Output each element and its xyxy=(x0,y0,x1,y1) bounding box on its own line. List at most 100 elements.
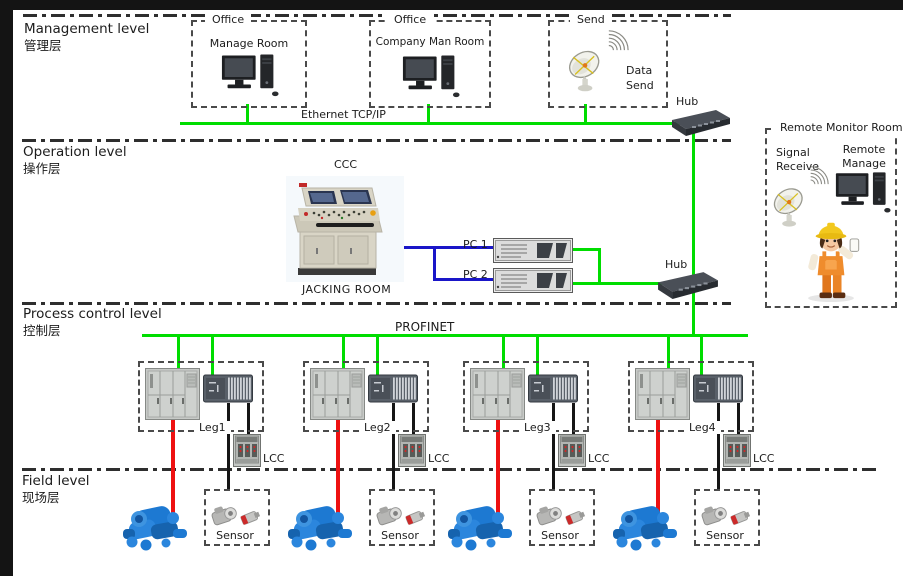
hub-backbone-line xyxy=(692,125,695,337)
leg3-cabinet-drop xyxy=(502,336,505,369)
computer-icon xyxy=(221,54,279,100)
ethernet-label: Ethernet TCP/IP xyxy=(301,108,386,121)
satellite-dish-icon xyxy=(566,44,606,94)
plc-icon xyxy=(368,374,418,403)
signal-receive-label: Signal Receive xyxy=(776,146,820,174)
leg1-cabinet-drop xyxy=(177,336,180,369)
leg4-plc-drop xyxy=(700,336,703,375)
process-level-label: Process control level 控制层 xyxy=(23,306,162,338)
lcc-cabinet-icon xyxy=(398,434,426,467)
hub2-label: Hub xyxy=(665,258,688,271)
leg2-plc-drop xyxy=(376,336,379,375)
leg3-sensor-line xyxy=(552,403,555,491)
control-cabinet-icon xyxy=(145,368,200,420)
leg1-lcc-line xyxy=(247,403,250,436)
lcc-cabinet-icon xyxy=(233,434,261,467)
field-level-label: Field level 现场层 xyxy=(22,473,90,505)
leg4-power-line xyxy=(656,420,660,516)
pump-icon xyxy=(121,496,191,553)
window-top-bar xyxy=(0,0,903,10)
sensor-pair-icon xyxy=(372,497,428,532)
control-console-icon xyxy=(286,176,404,282)
manage-room-drop-line xyxy=(246,104,249,123)
separator-process-field xyxy=(22,468,880,471)
leg2-sensor-line xyxy=(392,403,395,491)
leg1-lcc-label: LCC xyxy=(263,452,285,465)
plc-icon xyxy=(203,374,253,403)
leg4-sensor-box xyxy=(694,489,760,546)
pc1-label: PC 1 xyxy=(463,238,488,251)
leg2-lcc-label: LCC xyxy=(428,452,450,465)
console-pc2-line xyxy=(433,278,493,281)
profinet-label: PROFINET xyxy=(395,320,455,334)
worker-icon xyxy=(799,216,863,302)
company-room-drop-line xyxy=(427,104,430,123)
pump-icon xyxy=(286,496,356,553)
company-man-room-box: Office Company Man Room xyxy=(369,13,491,108)
operation-level-label: Operation level 操作层 xyxy=(23,144,127,176)
leg4-cabinet-drop xyxy=(667,336,670,369)
hub1-label: Hub xyxy=(676,95,699,108)
computer-icon xyxy=(402,55,460,101)
hub-icon xyxy=(656,269,720,300)
pc2-hub-line xyxy=(573,282,665,285)
leg2-power-line xyxy=(336,420,340,516)
leg1-label: Leg1 xyxy=(194,421,231,434)
leg4-lcc-line xyxy=(737,403,740,436)
ccc-label: CCC xyxy=(334,158,358,171)
management-level-label: Management level 管理层 xyxy=(24,21,150,53)
console-pc2-line-v xyxy=(433,246,436,281)
leg1-sensor-box xyxy=(204,489,270,546)
office-tag-2: Office xyxy=(387,13,434,26)
leg1-sensor-line xyxy=(227,403,230,491)
send-box: Send Data Send xyxy=(548,13,668,108)
leg4-sensor-label: Sensor xyxy=(694,529,756,542)
leg4-lcc-label: LCC xyxy=(753,452,775,465)
pc2-label: PC 2 xyxy=(463,268,488,281)
control-cabinet-icon xyxy=(310,368,365,420)
lcc-cabinet-icon xyxy=(723,434,751,467)
sensor-pair-icon xyxy=(697,497,753,532)
pump-icon xyxy=(611,496,681,553)
signal-waves-icon xyxy=(809,164,829,186)
leg3-power-line xyxy=(496,420,500,516)
hub-icon xyxy=(670,107,732,137)
control-cabinet-icon xyxy=(470,368,525,420)
jacking-room-label: JACKING ROOM xyxy=(302,283,392,296)
leg2-cabinet-drop xyxy=(342,336,345,369)
manage-room-label: Manage Room xyxy=(209,37,289,50)
office-tag-1: Office xyxy=(205,13,252,26)
data-send-label: Data Send xyxy=(626,64,654,92)
leg2-label: Leg2 xyxy=(359,421,396,434)
remote-manage-label: Remote Manage xyxy=(842,143,886,171)
remote-monitor-room-box: Remote Monitor Room Signal Receive Remot… xyxy=(765,121,903,308)
leg3-lcc-line xyxy=(572,403,575,436)
ethernet-line xyxy=(180,122,697,125)
leg3-lcc-label: LCC xyxy=(588,452,610,465)
send-tag: Send xyxy=(570,13,612,26)
leg3-sensor-label: Sensor xyxy=(529,529,591,542)
pc2-server-icon xyxy=(493,268,573,293)
leg1-power-line xyxy=(171,420,175,516)
pump-icon xyxy=(446,496,516,553)
pc1-hub-line xyxy=(573,248,601,251)
company-man-room-label: Company Man Room xyxy=(375,36,485,48)
separator-management-operation xyxy=(22,139,731,142)
console-pc1-line xyxy=(388,246,493,249)
leg3-sensor-box xyxy=(529,489,595,546)
separator-top xyxy=(23,14,731,17)
plc-icon xyxy=(528,374,578,403)
leg1-sensor-label: Sensor xyxy=(204,529,266,542)
leg2-lcc-line xyxy=(412,403,415,436)
remote-monitor-room-title: Remote Monitor Room xyxy=(773,121,903,134)
sensor-pair-icon xyxy=(207,497,263,532)
plc-icon xyxy=(693,374,743,403)
manage-room-box: Office Manage Room xyxy=(191,13,307,108)
sensor-pair-icon xyxy=(532,497,588,532)
leg1-plc-drop xyxy=(211,336,214,375)
leg3-label: Leg3 xyxy=(519,421,556,434)
leg4-label: Leg4 xyxy=(684,421,721,434)
leg2-sensor-box xyxy=(369,489,435,546)
separator-operation-process xyxy=(22,302,731,305)
